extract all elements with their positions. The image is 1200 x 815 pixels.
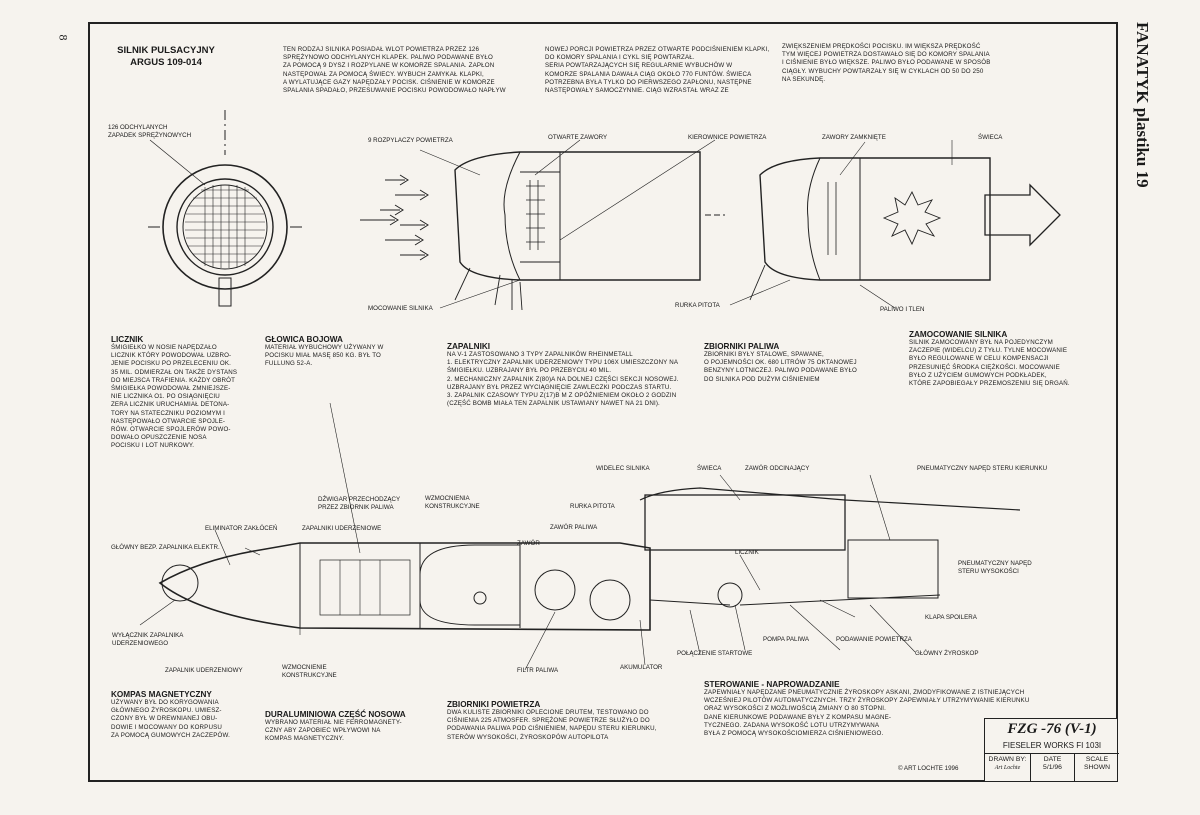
section-title: DURALUMINIOWA CZĘŚĆ NOSOWA: [265, 710, 406, 719]
ms-impact-fuzes: ZAPALNIKI UDERZENIOWE: [302, 525, 382, 532]
airflow-arrows: [360, 174, 429, 261]
section-title: GŁOWICA BOJOWA: [265, 335, 343, 344]
pitot-label: RURKA PITOTA: [675, 302, 720, 309]
section-body: ZBIORNIKI BYŁY STALOWE, SPAWANE,O POJEMN…: [704, 351, 858, 383]
ms-spoiler-flap: KLAPA SPOILERA: [925, 614, 977, 621]
ms-fuel-filter: FILTR PALIWA: [517, 667, 559, 674]
ms-fuel-valve: ZAWÓR PALIWA: [550, 524, 598, 531]
ms-rudder-drive: PNEUMATYCZNY NAPĘD STERU KIERUNKU: [917, 465, 1048, 472]
fuel-oxygen-label: PALIWO I TLEN: [880, 306, 925, 313]
engine-title: SILNIK PULSACYJNY ARGUS 109-014: [117, 45, 215, 68]
leader-lines: [139, 139, 953, 671]
ms-impact-fuze: ZAPALNIK UDERZENIOWY: [165, 667, 243, 674]
section-body: NA V-1 ZASTOSOWANO 3 TYPY ZAPALNIKÓW RHE…: [447, 351, 679, 408]
ms-air-feed: PODAWANIE POWIETRZA: [836, 636, 912, 643]
section-title: LICZNIK: [111, 335, 144, 344]
copyright: © ART LOCHTE 1996: [898, 765, 959, 772]
engine-mount-label: MOCOWANIE SILNIKA: [368, 305, 433, 312]
ms-spark-plug: ŚWIECA: [697, 465, 722, 472]
section-title: ZAPALNIKI: [447, 342, 491, 351]
model-name: FZG -76 (V-1): [1007, 721, 1097, 737]
closed-valves-label: ZAWORY ZAMKNIĘTE: [822, 134, 886, 141]
section-body: ZAPEWNIAŁY NAPĘDZANE PNEUMATYCZNIE ŻYROS…: [704, 689, 1030, 738]
section-title: KOMPAS MAGNETYCZNY: [111, 690, 212, 699]
drawing-frame: [88, 22, 1118, 782]
ms-accumulator: AKUMULATOR: [620, 664, 663, 671]
ms-main-safety: GŁÓWNY BEZP. ZAPALNIKA ELEKTR.: [111, 544, 220, 551]
section-body: DWA KULISTE ZBIORNIKI OPLECIONE DRUTEM, …: [447, 709, 657, 741]
ms-main-gyro: GŁÓWNY ŻYROSKOP: [915, 650, 979, 657]
ms-engine-fork: WIDELEC SILNIKA: [596, 465, 650, 472]
ms-fuse-eliminator: ELIMINATOR ZAKŁÓCEŃ: [205, 525, 278, 532]
section-title: STEROWANIE - NAPROWADZANIE: [704, 680, 840, 689]
open-valves-label: OTWARTE ZAWORY: [548, 134, 608, 141]
ms-pitot: RURKA PITOTA: [570, 503, 615, 510]
ms-fuel-pump: POMPA PALIWA: [763, 636, 809, 643]
air-sprayers-label: 9 ROZPYLACZY POWIETRZA: [368, 137, 453, 144]
section-title: ZBIORNIKI POWIETRZA: [447, 700, 541, 709]
intro-paragraph: NOWEJ PORCJI POWIETRZA PRZEZ OTWARTE POD…: [545, 46, 770, 95]
drawn-by-cell: DRAWN BY: Art Lochte: [985, 753, 1031, 781]
section-title: ZBIORNIKI PALIWA: [704, 342, 780, 351]
engine-cutaway-open: [454, 151, 725, 311]
ms-valve: ZAWÓR: [517, 540, 540, 547]
section-body: WYBRANO MATERIAŁ NIE FERROMAGNETY-CZNY A…: [265, 719, 402, 743]
ms-start-connection: POŁĄCZENIE STARTOWE: [677, 650, 753, 657]
engine-cutaway-closed: [749, 157, 1061, 301]
intake-front-view: [148, 110, 302, 307]
spark-plug-label: ŚWIECA: [978, 134, 1003, 141]
ms-counter: LICZNIK: [735, 549, 759, 556]
air-guides-label: KIEROWNICE POWIETRZA: [688, 134, 767, 141]
title-block: FZG -76 (V-1) FIESELER WORKS Fi 103i DRA…: [984, 718, 1119, 782]
ms-shutoff-valve: ZAWÓR ODCINAJĄCY: [745, 465, 810, 472]
intro-paragraph: TEN RODZAJ SILNIKA POSIADAŁ WLOT POWIETR…: [283, 46, 506, 95]
missile-side-view: [158, 487, 1021, 631]
works-name: FIESELER WORKS Fi 103i: [1002, 741, 1102, 750]
intro-paragraph: ZWIĘKSZENIEM PRĘDKOŚCI POCISKU. IM WIĘKS…: [782, 43, 991, 83]
section-title: ZAMOCOWANIE SILNIKA: [909, 330, 1008, 339]
